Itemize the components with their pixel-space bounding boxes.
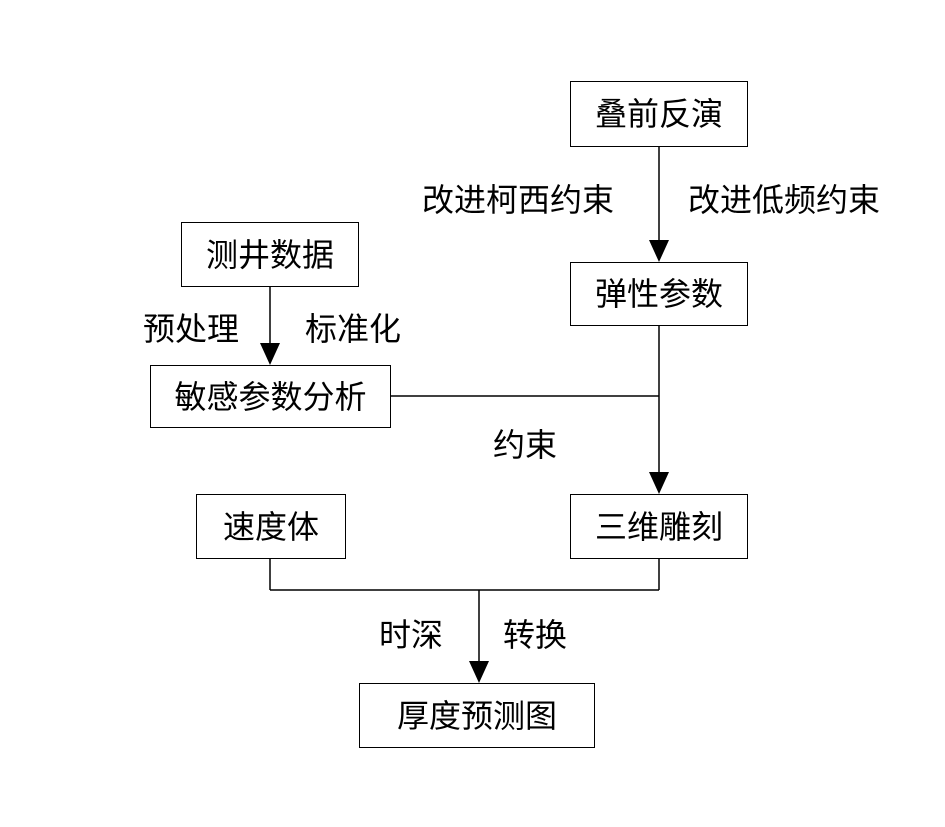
node-velocity-volume: 速度体 — [196, 494, 346, 559]
edge-label-constraint: 约束 — [493, 426, 558, 464]
arrowhead-analysis — [260, 343, 280, 365]
node-sensitive-analysis: 敏感参数分析 — [150, 365, 391, 428]
node-prestack-inversion: 叠前反演 — [570, 81, 748, 147]
edge-label-time-depth: 时深 — [379, 616, 444, 654]
node-3d-carving: 三维雕刻 — [570, 494, 748, 559]
node-thickness-map: 厚度预测图 — [359, 683, 595, 748]
node-well-data-label: 测井数据 — [205, 235, 334, 274]
arrowhead-thickness — [469, 661, 489, 683]
edge-label-conversion: 转换 — [503, 616, 568, 654]
node-well-data: 测井数据 — [181, 222, 359, 287]
edge-label-normalize: 标准化 — [305, 310, 402, 348]
edge-label-lowfreq-constraint: 改进低频约束 — [688, 181, 881, 219]
node-prestack-inversion-label: 叠前反演 — [594, 95, 723, 133]
node-3d-carving-label: 三维雕刻 — [594, 507, 723, 546]
edge-label-cauchy-constraint: 改进柯西约束 — [422, 181, 615, 219]
node-elastic-params: 弹性参数 — [570, 262, 748, 326]
node-thickness-map-label: 厚度预测图 — [396, 696, 557, 735]
edge-label-preprocess: 预处理 — [143, 310, 240, 348]
node-elastic-params-label: 弹性参数 — [594, 275, 723, 313]
node-velocity-volume-label: 速度体 — [222, 507, 319, 546]
arrowhead-carving — [649, 472, 669, 494]
arrowhead-elastic — [649, 240, 669, 262]
node-sensitive-analysis-label: 敏感参数分析 — [174, 377, 367, 416]
